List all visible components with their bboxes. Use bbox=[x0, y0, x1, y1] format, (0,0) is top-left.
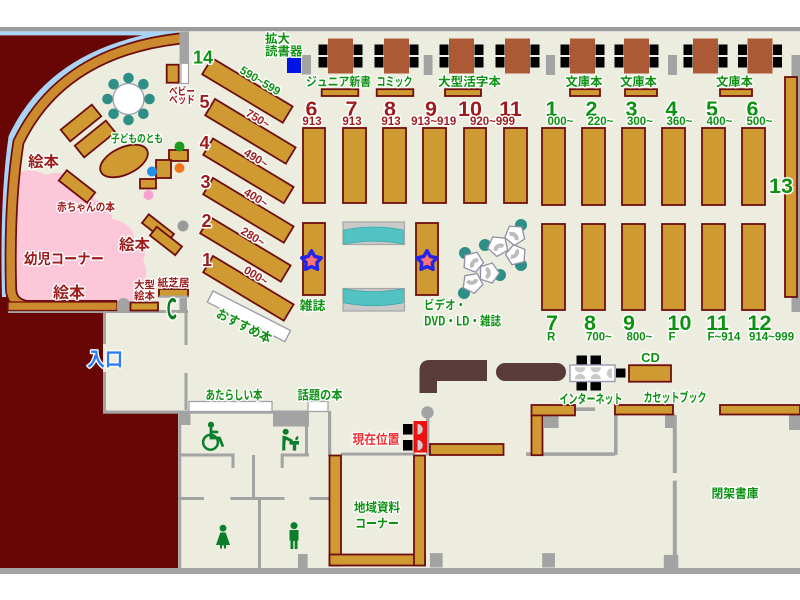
svg-text:000~: 000~ bbox=[548, 116, 574, 128]
svg-text:6: 6 bbox=[747, 97, 759, 121]
svg-text:5: 5 bbox=[706, 97, 718, 121]
svg-text:14: 14 bbox=[193, 48, 213, 68]
svg-text:13: 13 bbox=[769, 174, 793, 198]
svg-text:11: 11 bbox=[706, 311, 729, 335]
svg-text:R: R bbox=[547, 332, 556, 344]
svg-text:9: 9 bbox=[623, 311, 635, 335]
svg-text:500~: 500~ bbox=[747, 116, 773, 128]
svg-text:1: 1 bbox=[202, 250, 212, 270]
svg-text:CD: CD bbox=[641, 350, 660, 365]
svg-text:4: 4 bbox=[666, 97, 678, 121]
svg-text:10: 10 bbox=[668, 311, 692, 335]
svg-text:800~: 800~ bbox=[627, 332, 653, 344]
svg-text:913: 913 bbox=[381, 116, 400, 128]
svg-text:9: 9 bbox=[425, 97, 437, 121]
svg-text:913: 913 bbox=[342, 116, 361, 128]
svg-text:3: 3 bbox=[626, 97, 638, 121]
svg-text:700~: 700~ bbox=[586, 332, 612, 344]
svg-text:7: 7 bbox=[346, 97, 358, 121]
svg-text:913: 913 bbox=[302, 116, 321, 128]
svg-text:8: 8 bbox=[384, 97, 396, 121]
svg-text:913~919: 913~919 bbox=[411, 116, 456, 128]
svg-text:914~999: 914~999 bbox=[749, 332, 794, 344]
svg-text:2: 2 bbox=[586, 97, 598, 121]
svg-text:2: 2 bbox=[201, 211, 211, 231]
svg-text:F: F bbox=[669, 332, 676, 344]
svg-text:400~: 400~ bbox=[707, 116, 733, 128]
svg-text:10: 10 bbox=[458, 97, 482, 121]
svg-text:300~: 300~ bbox=[627, 116, 653, 128]
svg-text:360~: 360~ bbox=[667, 116, 693, 128]
svg-text:3: 3 bbox=[200, 172, 210, 192]
svg-text:12: 12 bbox=[748, 311, 772, 335]
svg-text:8: 8 bbox=[584, 311, 596, 335]
svg-text:7: 7 bbox=[546, 311, 558, 335]
svg-text:4: 4 bbox=[199, 133, 209, 153]
svg-text:220~: 220~ bbox=[588, 116, 614, 128]
svg-text:920~999: 920~999 bbox=[470, 116, 515, 128]
svg-text:5: 5 bbox=[199, 92, 209, 112]
svg-text:6: 6 bbox=[306, 97, 318, 121]
svg-text:F~914: F~914 bbox=[708, 332, 742, 344]
svg-text:1: 1 bbox=[546, 97, 558, 121]
svg-text:11: 11 bbox=[499, 97, 522, 121]
